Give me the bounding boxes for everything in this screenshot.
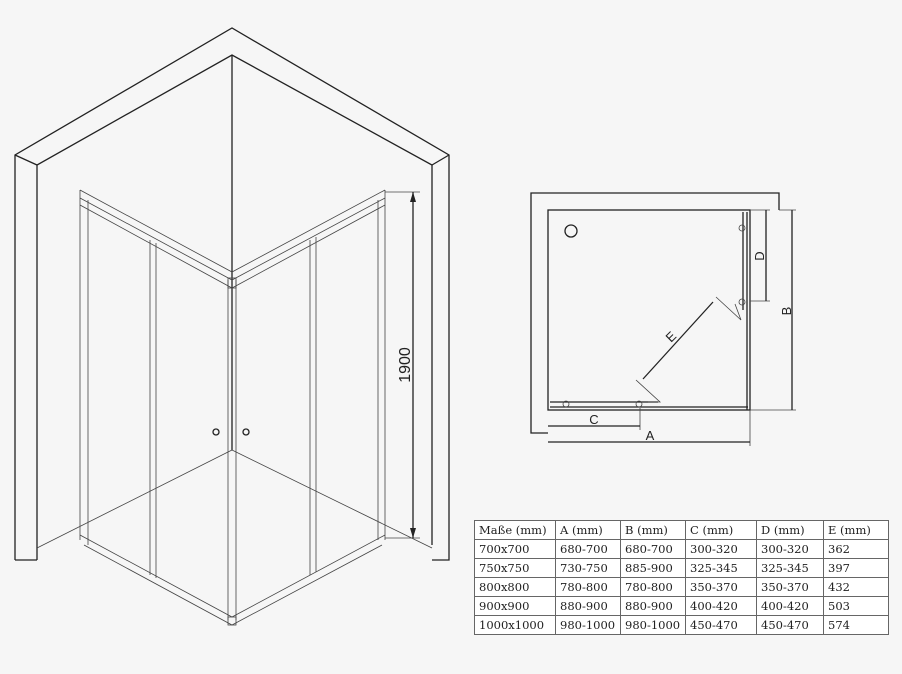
a-dimension: A [548, 410, 751, 446]
table-cell: 980-1000 [555, 615, 621, 635]
table-cell: 880-900 [555, 596, 621, 616]
dimensions-table: Maße (mm)A (mm)B (mm)C (mm)D (mm)E (mm) … [474, 520, 889, 635]
table-cell: 325-345 [756, 558, 824, 578]
b-label: B [779, 307, 794, 316]
table-cell: 432 [823, 577, 889, 597]
table-cell: 325-345 [685, 558, 757, 578]
b-dimension: B [750, 209, 796, 411]
table-cell: 800x800 [474, 577, 556, 597]
table-cell: 350-370 [685, 577, 757, 597]
table-cell: 900x900 [474, 596, 556, 616]
table-cell: 362 [823, 539, 889, 559]
table-cell: 980-1000 [620, 615, 686, 635]
table-cell: 780-800 [555, 577, 621, 597]
column-header: E (mm) [823, 520, 889, 540]
table-cell: 730-750 [555, 558, 621, 578]
drain-icon [564, 224, 578, 238]
table-cell: 680-700 [555, 539, 621, 559]
table-cell: 397 [823, 558, 889, 578]
table-cell: 885-900 [620, 558, 686, 578]
right-door-handle-icon [242, 428, 250, 436]
e-dimension: E [642, 301, 714, 380]
table-cell: 574 [823, 615, 889, 635]
table-header-row: Maße (mm)A (mm)B (mm)C (mm)D (mm)E (mm) [474, 520, 889, 540]
table-cell: 880-900 [620, 596, 686, 616]
column-header: B (mm) [620, 520, 686, 540]
table-cell: 400-420 [685, 596, 757, 616]
glass-panels [79, 189, 386, 626]
table-cell: 750x750 [474, 558, 556, 578]
right-door [715, 212, 748, 410]
table-cell: 450-470 [685, 615, 757, 635]
front-door [550, 379, 748, 408]
corner-walls [14, 27, 450, 561]
table-cell: 300-320 [756, 539, 824, 559]
table-cell: 680-700 [620, 539, 686, 559]
column-header: A (mm) [555, 520, 621, 540]
table-cell: 1000x1000 [474, 615, 556, 635]
height-dimension: 1900 [385, 191, 420, 539]
plan-view: E C A D B [530, 192, 796, 446]
table-cell: 503 [823, 596, 889, 616]
table-cell: 450-470 [756, 615, 824, 635]
column-header: D (mm) [756, 520, 824, 540]
d-dimension: D [750, 209, 770, 302]
table-cell: 400-420 [756, 596, 824, 616]
table-cell: 350-370 [756, 577, 824, 597]
isometric-view: 1900 [14, 27, 450, 626]
d-label: D [752, 251, 767, 260]
left-door-handle-icon [212, 428, 220, 436]
column-header: C (mm) [685, 520, 757, 540]
table-cell: 300-320 [685, 539, 757, 559]
table-cell: 700x700 [474, 539, 556, 559]
table-cell: 780-800 [620, 577, 686, 597]
a-label: A [646, 428, 655, 443]
c-dimension: C [548, 408, 641, 430]
column-header: Maße (mm) [474, 520, 556, 540]
height-label: 1900 [397, 347, 414, 383]
c-label: C [589, 412, 598, 427]
